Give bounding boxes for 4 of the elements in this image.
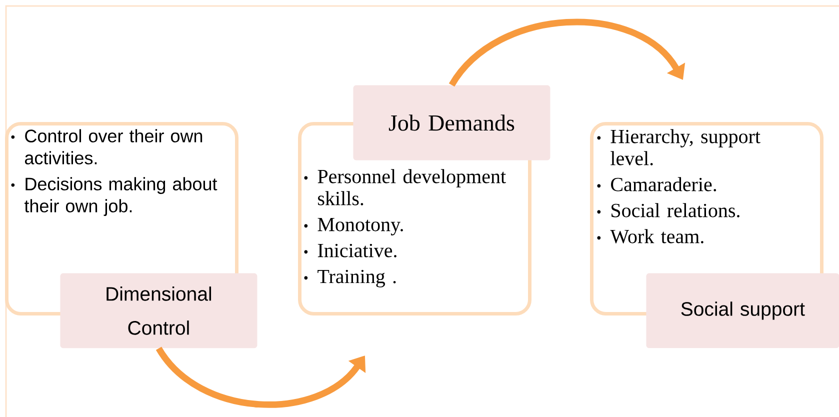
label-box: Social support [646, 273, 839, 348]
label-box: Job Demands [353, 85, 550, 160]
curved-arrow [449, 19, 686, 87]
label-box: Dimensional Control [60, 273, 258, 348]
